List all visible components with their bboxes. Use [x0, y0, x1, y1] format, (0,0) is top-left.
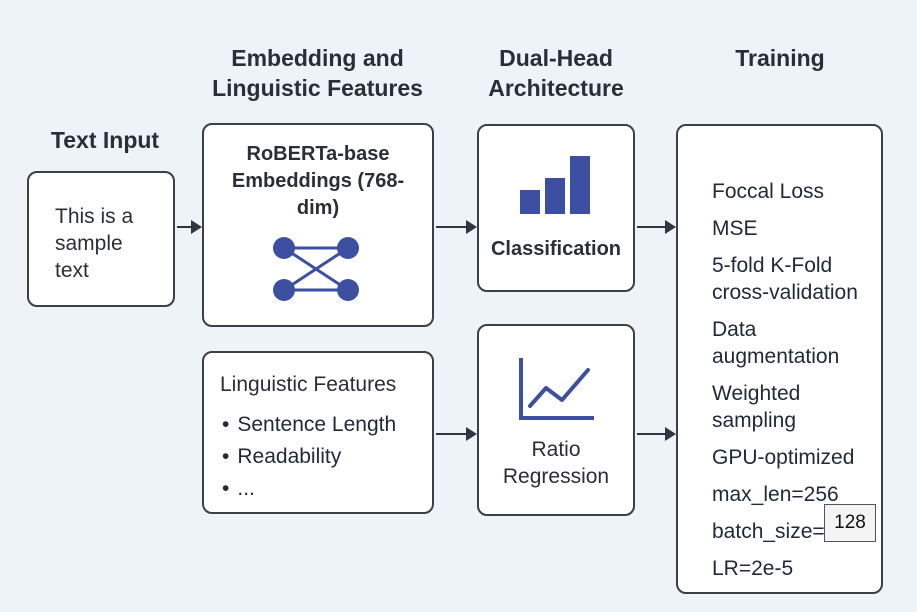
sample-text: This is a sample text: [55, 205, 134, 282]
features-title: Linguistic Features: [220, 373, 397, 396]
arrow-regression-to-training: [637, 427, 676, 441]
heading-embedding: Embedding and Linguistic Features: [212, 45, 423, 101]
training-item: 5-fold K-Fold cross-validation: [712, 254, 858, 304]
regression-label: Ratio Regression: [502, 438, 610, 488]
training-item: max_len=256: [712, 483, 839, 506]
classification-box: Classification: [477, 124, 635, 292]
arrow-features-to-regression: [436, 427, 477, 441]
embedding-title: RoBERTa-base Embeddings (768-dim): [231, 143, 405, 219]
training-item: LR=2e-5: [712, 557, 794, 580]
feature-item: Readability: [222, 441, 396, 473]
regression-box: Ratio Regression: [477, 324, 635, 516]
arrow-classification-to-training: [637, 220, 676, 234]
training-item: Data augmentation: [712, 318, 840, 368]
feature-item: Sentence Length: [222, 409, 396, 441]
training-item: GPU-optimized: [712, 446, 855, 469]
line-chart-icon: [519, 358, 594, 420]
training-box: Foccal Loss MSE 5-fold K-Fold cross-vali…: [676, 124, 883, 594]
heading-dual-head: Dual-Head Architecture: [488, 45, 624, 101]
training-item: MSE: [712, 217, 758, 240]
arrow-input-to-embedding: [177, 220, 202, 234]
arrow-embedding-to-classification: [436, 220, 477, 234]
training-item: Weighted sampling: [712, 382, 801, 432]
text-input-box: This is a sample text: [27, 171, 175, 307]
features-list: Sentence Length Readability ...: [222, 409, 396, 505]
training-list: Foccal Loss MSE 5-fold K-Fold cross-vali…: [712, 178, 882, 592]
classification-label: Classification: [490, 238, 622, 260]
neural-network-icon: [273, 237, 359, 301]
heading-training: Training: [735, 45, 825, 71]
heading-text-input: Text Input: [50, 127, 160, 153]
bar-chart-icon: [520, 156, 590, 214]
batch-size-value-box[interactable]: 128: [824, 504, 876, 542]
feature-item: ...: [222, 473, 396, 505]
training-item: batch_size=: [712, 520, 825, 543]
training-item: Foccal Loss: [712, 180, 825, 203]
embedding-box: RoBERTa-base Embeddings (768-dim): [202, 123, 434, 327]
linguistic-features-box: Linguistic Features Sentence Length Read…: [202, 351, 434, 514]
